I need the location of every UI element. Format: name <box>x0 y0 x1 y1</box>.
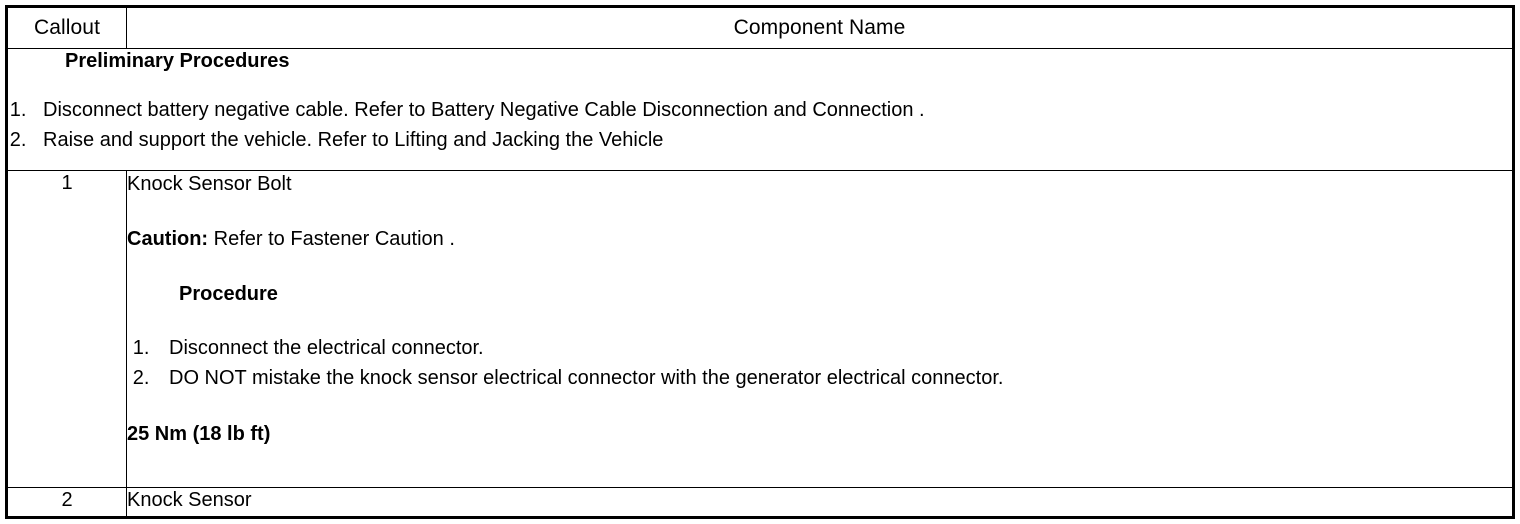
procedure-list: Disconnect the electrical connector. DO … <box>127 333 1512 393</box>
preliminary-procedures-row: Preliminary Procedures Disconnect batter… <box>6 48 1514 171</box>
preliminary-procedures-list: Disconnect battery negative cable. Refer… <box>8 95 1512 155</box>
component-callout-table: Callout Component Name Preliminary Proce… <box>5 5 1515 519</box>
list-item: Raise and support the vehicle. Refer to … <box>32 125 1512 155</box>
table-row: 1 Knock Sensor Bolt Caution: Refer to Fa… <box>6 169 1514 489</box>
preliminary-procedures-cell: Preliminary Procedures Disconnect batter… <box>6 48 1514 171</box>
table-header-row: Callout Component Name <box>6 6 1514 49</box>
torque-specification: 25 Nm (18 lb ft) <box>127 423 271 445</box>
component-callout-table-container: Callout Component Name Preliminary Proce… <box>5 5 1515 519</box>
component-name-text: Knock Sensor <box>126 487 1514 518</box>
callout-number-2: 2 <box>6 487 127 518</box>
component-name-text: Knock Sensor Bolt <box>127 173 292 195</box>
table-row: 2 Knock Sensor <box>6 487 1514 518</box>
callout-1-content-cell: Knock Sensor Bolt Caution: Refer to Fast… <box>126 169 1514 489</box>
caution-label: Caution: <box>127 228 209 250</box>
procedure-heading: Procedure <box>179 283 278 305</box>
list-item: DO NOT mistake the knock sensor electric… <box>155 363 1512 393</box>
caution-note: Caution: Refer to Fastener Caution . <box>127 226 1512 252</box>
callout-number-1: 1 <box>6 169 127 489</box>
header-callout: Callout <box>6 6 127 49</box>
preliminary-procedures-title: Preliminary Procedures <box>65 50 290 72</box>
caution-text: Refer to Fastener Caution . <box>213 228 455 250</box>
header-component-name: Component Name <box>126 6 1514 49</box>
list-item: Disconnect the electrical connector. <box>155 333 1512 363</box>
list-item: Disconnect battery negative cable. Refer… <box>32 95 1512 125</box>
